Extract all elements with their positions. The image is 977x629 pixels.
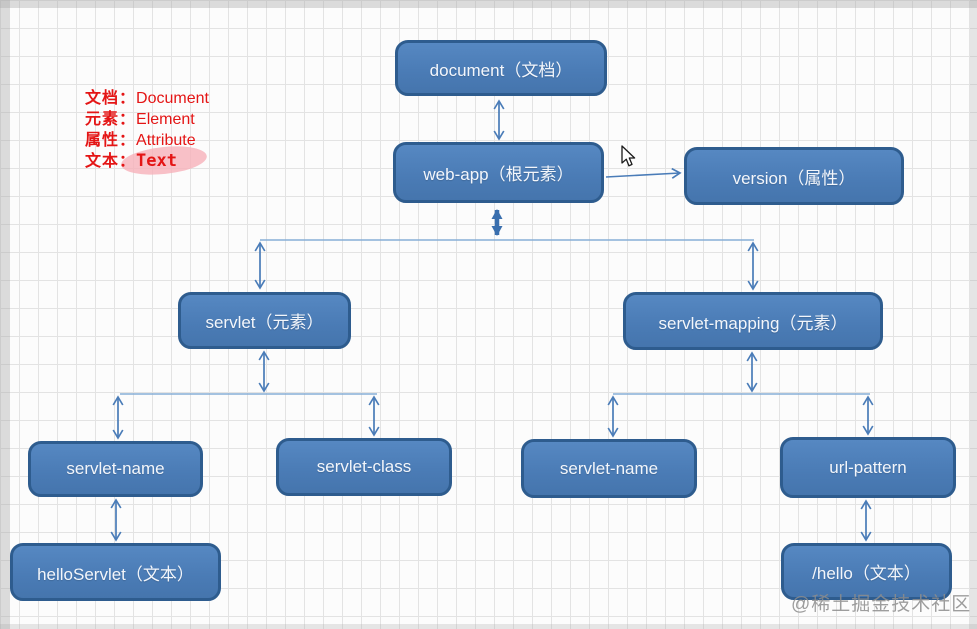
node-url-pattern[interactable]: url-pattern — [780, 437, 956, 498]
node-servlet-name-right[interactable]: servlet-name — [521, 439, 697, 498]
legend-item-document: 文档：Document — [85, 88, 209, 109]
node-helloservlet-text[interactable]: helloServlet（文本） — [10, 543, 221, 601]
node-servlet-mapping[interactable]: servlet-mapping（元素） — [623, 292, 883, 350]
legend-label: 属性： — [85, 132, 137, 149]
legend-label: 文本： — [85, 153, 137, 170]
legend-value: Attribute — [136, 132, 196, 149]
node-hello-text[interactable]: /hello（文本） — [781, 543, 952, 600]
node-document[interactable]: document（文档） — [395, 40, 607, 96]
node-servlet[interactable]: servlet（元素） — [178, 292, 351, 349]
connector-webapp-version[interactable] — [605, 167, 682, 179]
legend-label: 文档： — [85, 90, 137, 107]
legend-label: 元素： — [85, 111, 137, 128]
legend-item-text: 文本：Text — [85, 151, 209, 172]
legend-value: Document — [136, 90, 209, 107]
node-servlet-name-left[interactable]: servlet-name — [28, 441, 203, 497]
legend-value: Element — [136, 111, 195, 128]
node-version[interactable]: version（属性） — [684, 147, 904, 205]
node-web-app[interactable]: web-app（根元素） — [393, 142, 604, 203]
watermark-text: @稀土掘金技术社区 — [791, 594, 972, 615]
legend-item-attribute: 属性：Attribute — [85, 130, 209, 151]
legend-item-element: 元素：Element — [85, 109, 209, 130]
mouse-cursor-icon — [621, 145, 636, 167]
node-servlet-class[interactable]: servlet-class — [276, 438, 452, 496]
legend-value: Text — [136, 151, 177, 171]
legend: 文档：Document 元素：Element 属性：Attribute 文本：T… — [85, 88, 209, 172]
